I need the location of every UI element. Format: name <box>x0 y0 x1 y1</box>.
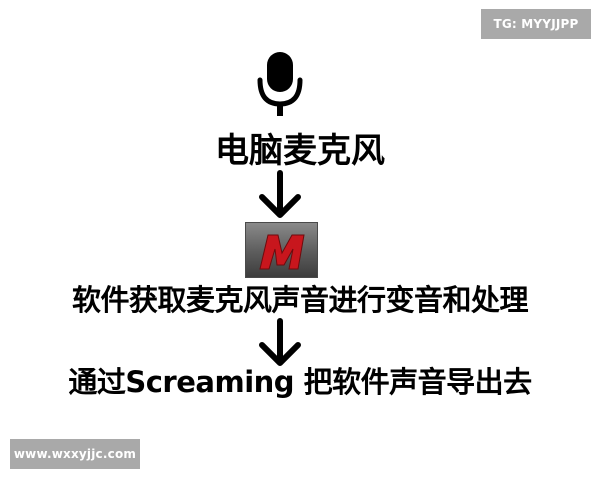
step-software-voice-processing: 软件获取麦克风声音进行变音和处理 <box>71 283 529 317</box>
step-screaming-export: 通过Screaming 把软件声音导出去 <box>68 365 532 399</box>
morphvox-m-logo <box>245 222 318 278</box>
arrow-down-icon <box>259 318 301 366</box>
watermark-website-badge: www.wxxyjjc.com <box>10 439 140 469</box>
watermark-tg-badge: TG: MYYJJPP <box>481 9 591 39</box>
arrow-down-icon <box>259 170 301 218</box>
step-computer-microphone: 电脑麦克风 <box>215 131 385 171</box>
microphone-icon <box>257 52 303 116</box>
